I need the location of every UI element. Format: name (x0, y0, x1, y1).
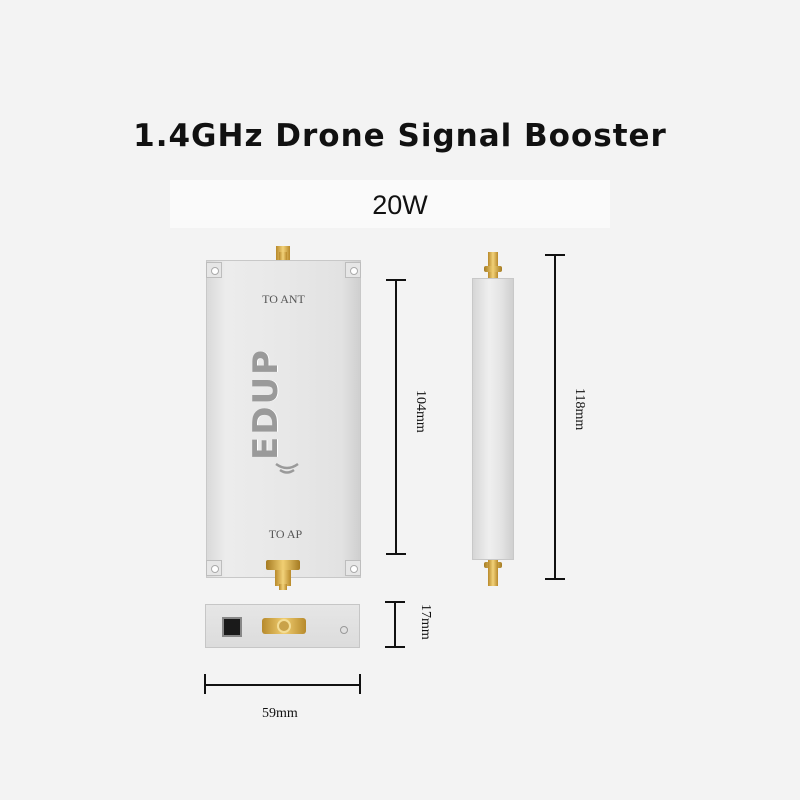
mount-tab-top-right (345, 262, 361, 278)
bottom-ap-connector (275, 570, 291, 586)
port-label-to-ap: TO AP (268, 527, 303, 541)
height-line (394, 601, 396, 647)
width-label: 59mm (262, 706, 298, 721)
wifi-waves-icon (275, 462, 299, 474)
side-length-line (554, 254, 556, 579)
height-label: 17mm (418, 604, 433, 640)
height-cap-top (385, 601, 405, 603)
side-length-label: 118mm (572, 388, 587, 431)
product-title: 1.4GHz Drone Signal Booster (133, 118, 667, 154)
end-sma-connector (277, 619, 291, 633)
side-top-connector-hex (484, 266, 502, 272)
mount-tab-bottom-left (206, 560, 222, 576)
port-label-to-ant: TO ANT (262, 292, 305, 306)
width-cap-right (359, 674, 361, 694)
front-length-cap-bottom (386, 553, 406, 555)
width-line (204, 684, 361, 686)
bottom-connector-tip (279, 584, 287, 590)
front-length-cap-top (386, 279, 406, 281)
indicator-led (340, 626, 348, 634)
front-length-line (395, 279, 397, 554)
edup-logo: EDUP (246, 348, 286, 460)
dc-power-jack (222, 617, 242, 637)
top-connector-tip (279, 252, 287, 266)
side-bottom-connector (488, 560, 498, 586)
height-cap-bottom (385, 646, 405, 648)
side-length-cap-top (545, 254, 565, 256)
bottom-connector-hex (266, 560, 300, 570)
side-top-connector (488, 252, 498, 278)
power-rating: 20W (372, 190, 428, 220)
width-cap-left (204, 674, 206, 694)
subtitle-band (170, 180, 610, 228)
booster-body (206, 260, 361, 578)
side-length-cap-bottom (545, 578, 565, 580)
mount-tab-top-left (206, 262, 222, 278)
mount-tab-bottom-right (345, 560, 361, 576)
side-body (472, 278, 514, 560)
front-length-label: 104mm (413, 390, 428, 433)
